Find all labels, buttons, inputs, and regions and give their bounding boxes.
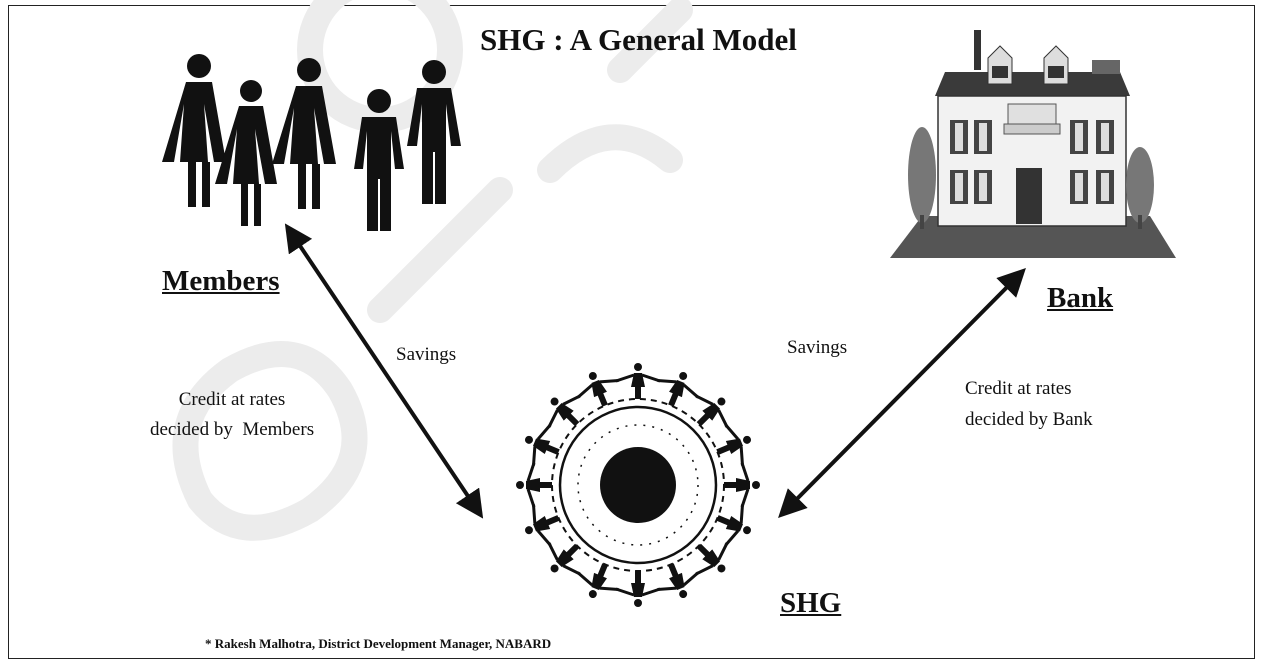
credit-bank-line1: Credit at rates [965, 378, 1072, 399]
members-label: Members [162, 265, 280, 297]
bank-label: Bank [1047, 282, 1114, 314]
credit-bank-line2: decided by Bank [965, 409, 1093, 430]
credit-members-line1: Credit at rates [178, 389, 286, 410]
shg-label: SHG [780, 587, 842, 619]
diagram-title: SHG : A General Model [480, 22, 797, 57]
credit-members-line2: decided by Members [150, 419, 315, 440]
bank-building-icon [890, 30, 1176, 258]
arrow-members-shg [284, 223, 484, 519]
people-group-icon [162, 54, 461, 231]
credit-bank-note: Credit at rates decided by Bank [965, 373, 1093, 435]
source-footnote: * Rakesh Malhotra, District Development … [205, 636, 552, 651]
arrow-bank-shg [778, 268, 1026, 518]
savings-left-label: Savings [396, 344, 457, 365]
credit-members-note: Credit at rates decided by Members [150, 385, 314, 445]
savings-right-label: Savings [787, 337, 848, 358]
circle-of-people-icon [516, 363, 760, 607]
